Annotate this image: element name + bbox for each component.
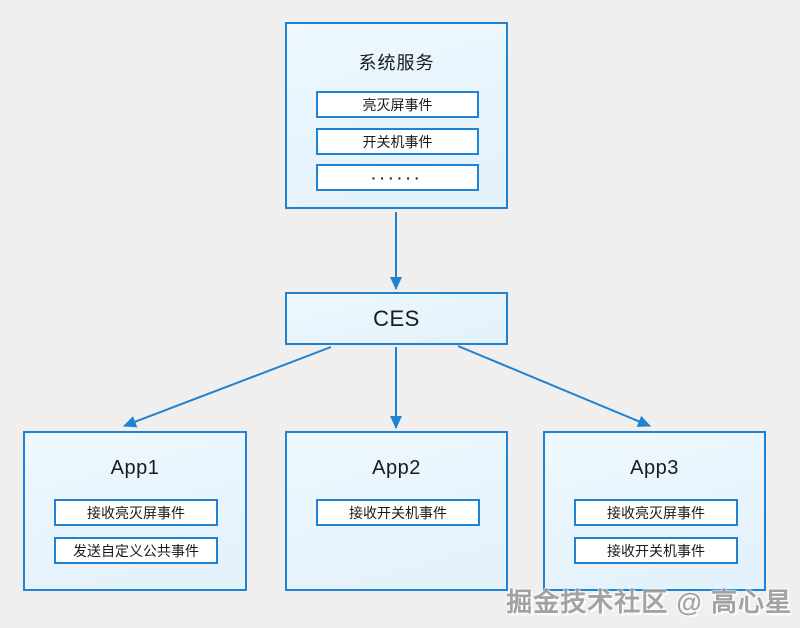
app1-pill-send-custom-event: 发送自定义公共事件 bbox=[54, 537, 218, 564]
ces-box: CES bbox=[285, 292, 508, 345]
app3-pill-receive-screen-event: 接收亮灭屏事件 bbox=[574, 499, 738, 526]
system-service-title: 系统服务 bbox=[358, 53, 435, 73]
arrow-ces-to-app3 bbox=[457, 345, 651, 427]
watermark-text: 掘金技术社区 @ 高心星 bbox=[506, 587, 792, 617]
arrow-ces-to-app1 bbox=[123, 346, 332, 428]
ces-label: CES bbox=[373, 305, 420, 331]
app2-title: App2 bbox=[372, 457, 421, 479]
event-pill-power-onoff: 开关机事件 bbox=[316, 128, 479, 155]
app3-pill-receive-power-event: 接收开关机事件 bbox=[574, 537, 738, 564]
app1-pill-receive-screen-event: 接收亮灭屏事件 bbox=[54, 499, 218, 526]
app1-title: App1 bbox=[110, 457, 160, 479]
app3-title: App3 bbox=[630, 457, 679, 479]
app2-pill-receive-power-event: 接收开关机事件 bbox=[316, 499, 480, 526]
app2-box: App2 接收开关机事件 bbox=[285, 431, 508, 591]
event-pill-ellipsis: ······ bbox=[316, 164, 479, 191]
system-service-box: 系统服务 亮灭屏事件 开关机事件 ······ bbox=[285, 22, 508, 209]
event-pill-screen-onoff: 亮灭屏事件 bbox=[316, 91, 479, 118]
app3-box: App3 接收亮灭屏事件 接收开关机事件 bbox=[543, 431, 766, 591]
app1-box: App1 接收亮灭屏事件 发送自定义公共事件 bbox=[23, 431, 247, 591]
